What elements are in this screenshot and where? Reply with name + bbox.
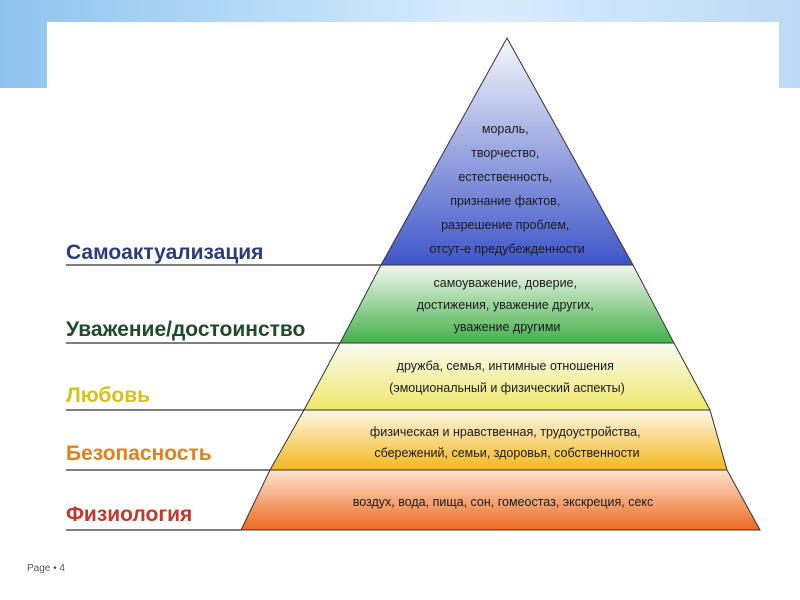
- level-description: физическая и нравственная, трудоустройст…: [370, 425, 644, 460]
- level-label-love: Любовь: [66, 384, 150, 407]
- level-description: воздух, вода, пища, сон, гомеостаз, экск…: [353, 495, 654, 509]
- level-label-safety: Безопасность: [66, 442, 212, 465]
- pyramid-tier-shape: [269, 409, 728, 471]
- pyramid-level-self-actualization: Самоактуализация мораль, творчество, ест…: [66, 36, 634, 266]
- pyramid-level-love: Любовь дружба, семья, интимные отношения…: [66, 342, 711, 411]
- level-label-esteem: Уважение/достоинство: [66, 318, 305, 341]
- pyramid-level-esteem: Уважение/достоинство самоуважение, довер…: [66, 264, 675, 344]
- pyramid-level-safety: Безопасность физическая и нравственная, …: [66, 409, 728, 471]
- page-number: Page • 4: [27, 563, 65, 574]
- pyramid-tier-shape: [240, 469, 761, 531]
- pyramid-tier-shape: [303, 342, 711, 411]
- level-label-physiology: Физиология: [66, 503, 192, 526]
- level-description: самоуважение, доверие, достижения, уваже…: [417, 276, 598, 334]
- level-label-self-actualization: Самоактуализация: [66, 241, 263, 264]
- level-description: мораль, творчество, естественность, приз…: [429, 122, 584, 256]
- level-description: дружба, семья, интимные отношения (эмоци…: [389, 359, 625, 395]
- pyramid-level-physiology: Физиология воздух, вода, пища, сон, гоме…: [66, 469, 761, 531]
